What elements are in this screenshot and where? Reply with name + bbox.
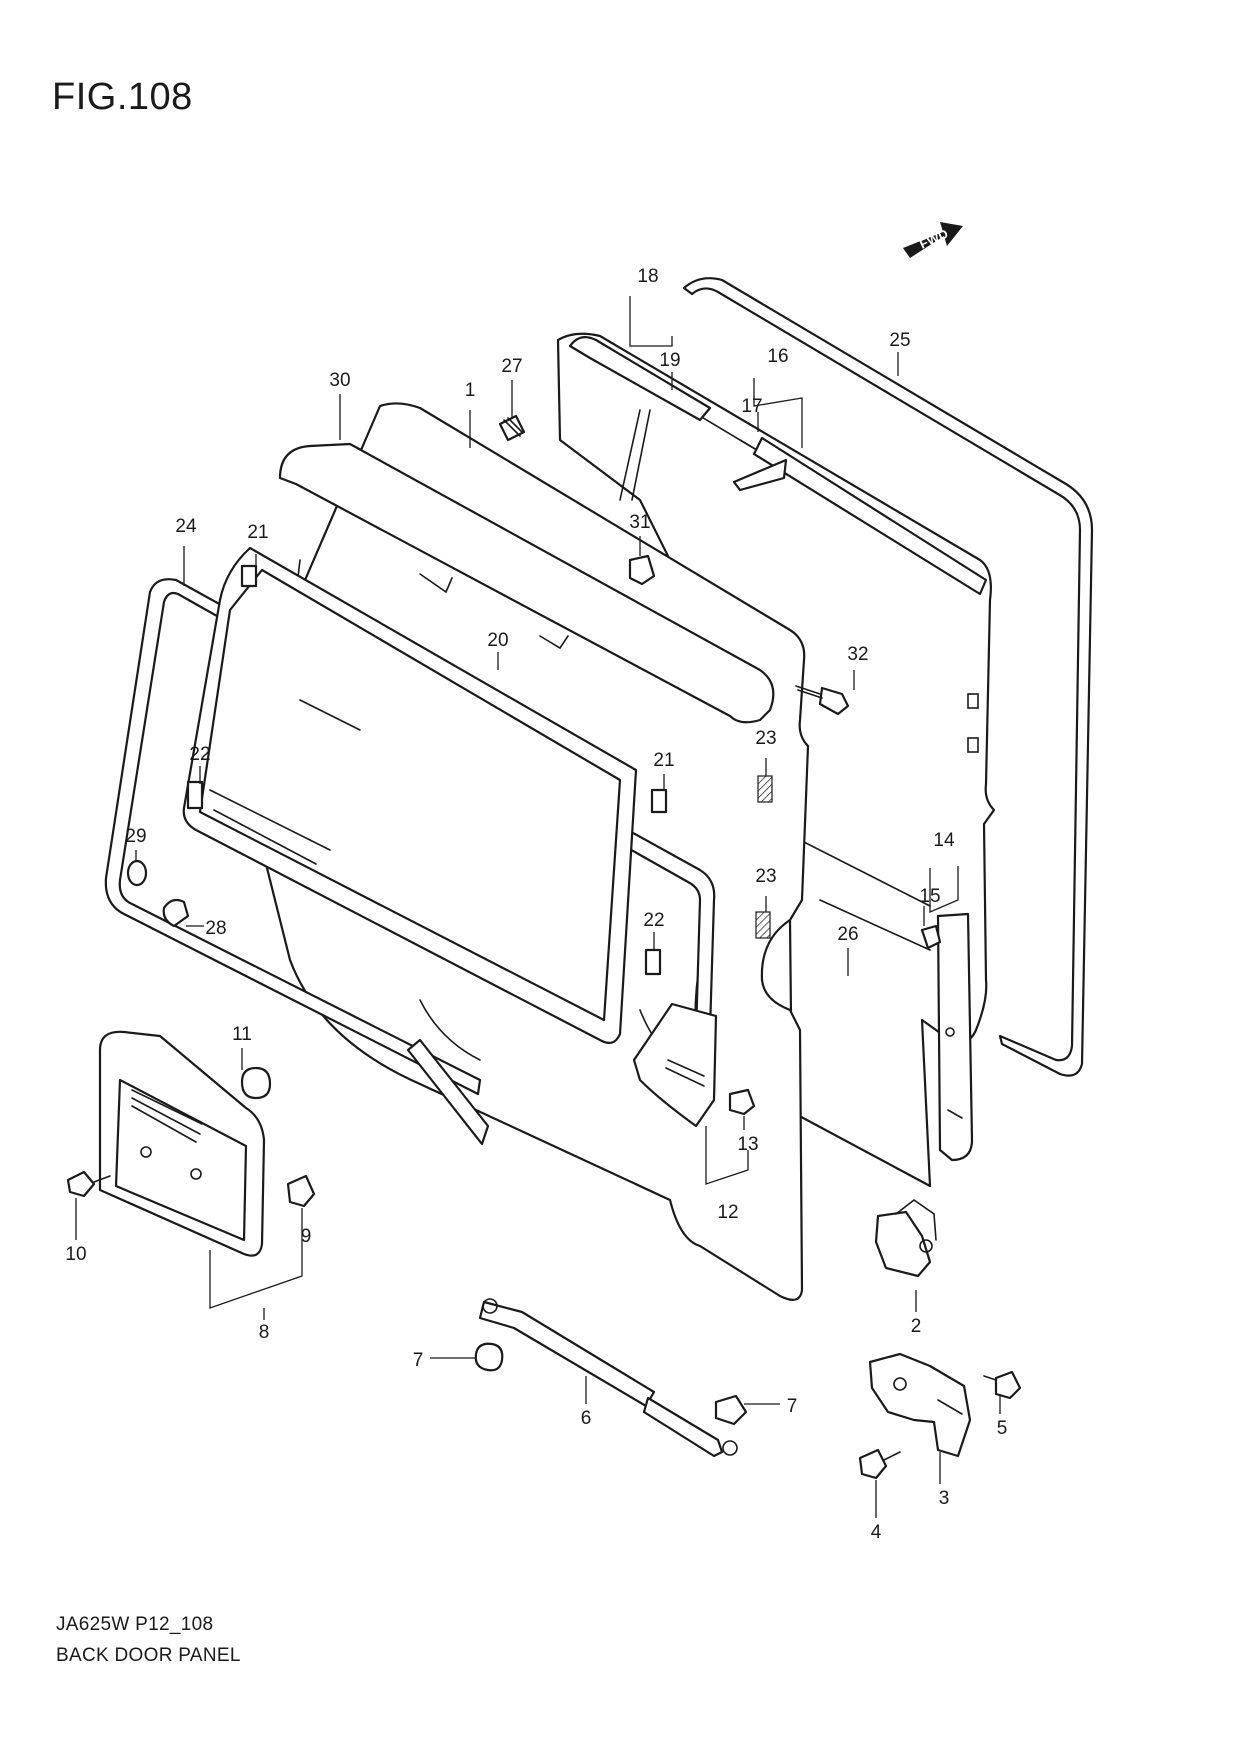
part-22-pad-right: [644, 948, 662, 976]
callout-leaders: [75, 296, 1001, 1518]
part-3-hinge-lower: [868, 1352, 972, 1458]
callout-17: 17: [741, 396, 762, 417]
fwd-direction-badge: FWD: [903, 222, 963, 258]
callout-32: 32: [847, 644, 868, 665]
part-16-garnish: [732, 436, 988, 596]
callout-30: 30: [329, 370, 350, 391]
fwd-label: FWD: [917, 226, 950, 252]
callout-10: 10: [65, 1244, 86, 1265]
callout-28: 28: [205, 918, 226, 939]
part-25-weatherstrip: [682, 277, 1094, 1077]
callout-5: 5: [997, 1418, 1008, 1439]
callout-18: 18: [637, 266, 658, 287]
callout-19: 19: [659, 350, 680, 371]
callout-7-right: 7: [787, 1396, 798, 1417]
callout-22-right: 22: [643, 910, 664, 931]
callout-12: 12: [717, 1202, 738, 1223]
part-8-license-trim: [98, 1030, 266, 1257]
part-12-lower-garnish: [632, 1002, 718, 1128]
callout-14: 14: [933, 830, 955, 851]
part-5-bolt: [983, 1370, 1022, 1400]
callout-16: 16: [767, 346, 788, 367]
callout-20: 20: [487, 630, 508, 651]
callout-31: 31: [629, 512, 650, 533]
part-31-clip: [628, 554, 656, 586]
part-21-pad-upper-left: [240, 564, 258, 588]
part-7-ball-stud-left: [474, 1342, 504, 1372]
callout-23-upper: 23: [755, 728, 776, 749]
callout-24: 24: [175, 516, 197, 537]
callout-8: 8: [259, 1322, 270, 1343]
callout-25: 25: [889, 330, 910, 351]
door-sill-trim: [406, 1038, 490, 1146]
part-11-grommet: [240, 1066, 272, 1100]
part-21-pad-right: [650, 788, 668, 814]
part-18-garnish: [568, 335, 712, 422]
callout-2: 2: [911, 1316, 922, 1337]
callout-21-left: 21: [247, 522, 268, 543]
figure-model-code: JA625W P12_108: [56, 1614, 214, 1635]
part-14-side-garnish: [936, 912, 974, 1162]
callout-22-left: 22: [189, 744, 210, 765]
callout-13: 13: [737, 1134, 758, 1155]
callout-1: 1: [465, 380, 476, 401]
part-10-screw: [66, 1170, 111, 1198]
callout-21-right: 21: [653, 750, 674, 771]
part-23-pad-upper: [757, 775, 773, 803]
callout-4: 4: [871, 1522, 882, 1543]
callout-labels: 1 2 3 4 5 6 7 7 8 9 10 11 12 13 14 15 16…: [65, 266, 1007, 1543]
part-9-clip: [286, 1174, 316, 1208]
callout-29: 29: [125, 826, 146, 847]
part-27-plug: [498, 414, 526, 442]
figure-name: BACK DOOR PANEL: [56, 1645, 241, 1666]
part-23-pad-lower: [755, 911, 771, 939]
part-24-glass-weatherstrip: [104, 578, 716, 1096]
part-29-hole-plug: [126, 859, 148, 887]
part-28-stopper: [162, 898, 190, 928]
callout-26: 26: [837, 924, 858, 945]
callout-9: 9: [301, 1226, 312, 1247]
part-20-window-glass: [182, 546, 638, 1045]
part-30-spoiler-trim: [278, 442, 775, 724]
part-7-ball-stud-right: [714, 1394, 748, 1426]
part-15-clip: [920, 924, 942, 950]
callout-6: 6: [581, 1408, 592, 1429]
part-13-clip: [728, 1088, 756, 1116]
callout-23-lower: 23: [755, 866, 776, 887]
part-6-gas-strut: [478, 1298, 738, 1458]
figure-title: FIG.108: [52, 76, 193, 118]
callout-27: 27: [501, 356, 522, 377]
part-4-bolt: [858, 1448, 901, 1480]
callout-7-left: 7: [413, 1350, 424, 1371]
callout-11: 11: [232, 1024, 252, 1045]
part-2-hinge-upper: [874, 1199, 937, 1278]
callout-3: 3: [939, 1488, 950, 1509]
part-22-pad-left: [186, 780, 204, 810]
callout-15: 15: [919, 886, 940, 907]
part-32-bolt: [795, 685, 850, 716]
